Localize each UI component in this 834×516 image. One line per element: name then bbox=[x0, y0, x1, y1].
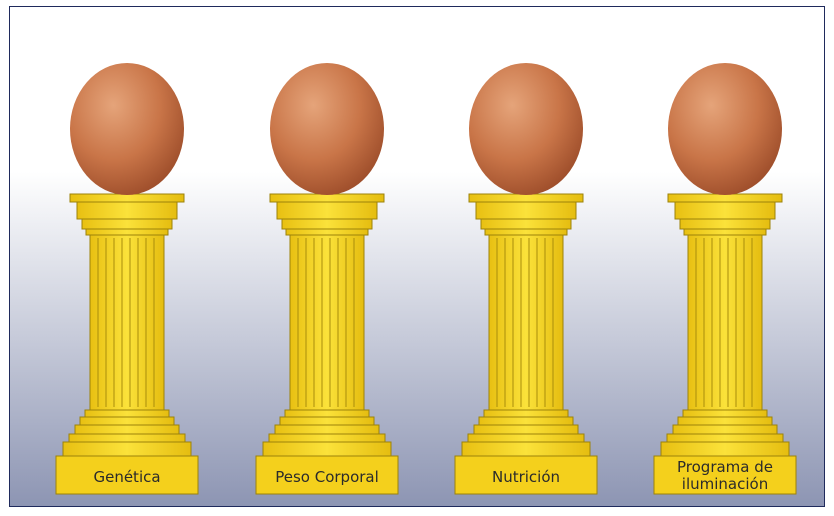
pillar-label-line-1: Programa de bbox=[677, 458, 773, 476]
egg-icon bbox=[469, 63, 583, 195]
diagram-frame: Genética Peso Corporal Nutrición Program… bbox=[9, 6, 825, 507]
egg-icon bbox=[270, 63, 384, 195]
egg-icon bbox=[70, 63, 184, 195]
pillar-label: Nutrición bbox=[492, 468, 560, 486]
pillar-label: Genética bbox=[93, 468, 160, 486]
pillars-diagram: Genética Peso Corporal Nutrición Program… bbox=[10, 7, 824, 506]
pillar-label: Peso Corporal bbox=[275, 468, 379, 486]
egg-icon bbox=[668, 63, 782, 195]
pillar-label-line-2: iluminación bbox=[682, 475, 768, 493]
